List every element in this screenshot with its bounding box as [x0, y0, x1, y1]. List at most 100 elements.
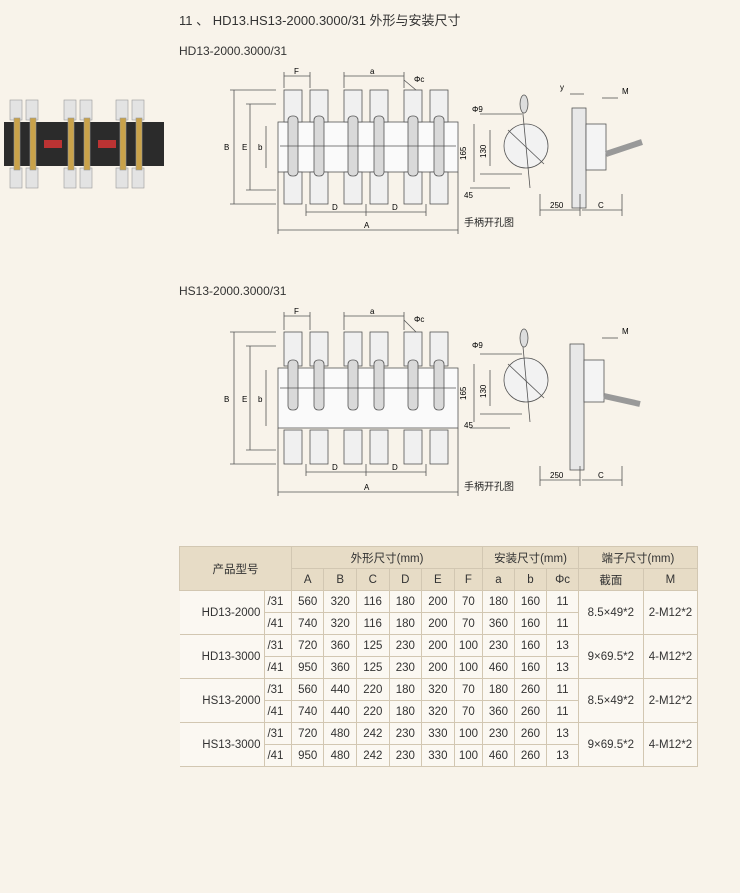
- hole-caption-2: 手柄开孔图: [464, 480, 514, 493]
- value-cell-a: 360: [482, 700, 515, 723]
- dim-165-label: 165: [459, 146, 468, 160]
- value-cell-b: 160: [513, 590, 548, 613]
- dim-e-label-2: E: [242, 395, 247, 404]
- value-cell-E: 330: [421, 744, 455, 767]
- dim-c-label: C: [598, 201, 604, 210]
- header-d-upper: D: [388, 568, 423, 591]
- value-cell-E: 330: [421, 722, 455, 745]
- dim-m-label-2: M: [622, 327, 629, 336]
- value-cell-A: 720: [290, 722, 325, 745]
- value-cell-D: 230: [388, 656, 423, 679]
- value-cell-F: 100: [453, 656, 484, 679]
- page-title: 11 、 HD13.HS13-2000.3000/31 外形与安装尺寸: [179, 13, 461, 28]
- product-photo: [4, 99, 164, 189]
- pole-cell: /31: [264, 678, 292, 701]
- photo-pole-1: [9, 99, 39, 189]
- header-install-size: 安装尺寸(mm): [482, 546, 579, 569]
- dim-y-label: y: [560, 83, 564, 92]
- spec-table: 产品型号 外形尺寸(mm) 安装尺寸(mm) 端子尺寸(mm) A B C D …: [179, 546, 699, 767]
- value-cell-D: 180: [388, 612, 423, 635]
- hd13-outline-drawing: F a Φc B E b D D A Φ9 165 130 45 250 C y…: [224, 67, 643, 234]
- value-cell-a: 230: [482, 722, 515, 745]
- hs13-outline-drawing: F a Φc B E b D D A Φ9 165 130 45 250 C M…: [224, 307, 641, 496]
- value-cell-B: 480: [323, 744, 358, 767]
- value-cell-b: 160: [513, 612, 548, 635]
- value-cell-B: 440: [323, 678, 358, 701]
- value-cell-b: 260: [513, 722, 548, 745]
- dim-d2-label-2: D: [392, 463, 398, 472]
- pole-cell: /41: [264, 744, 292, 767]
- model-cell: HS13-3000: [179, 722, 266, 767]
- value-cell-E: 200: [421, 656, 455, 679]
- dim-130-label: 130: [479, 144, 488, 158]
- dim-45-label-2: 45: [464, 421, 473, 430]
- dim-f-label-2: F: [294, 307, 299, 316]
- value-cell-F: 70: [453, 612, 484, 635]
- value-cell-b: 260: [513, 678, 548, 701]
- dim-e-label: E: [242, 143, 247, 152]
- header-m: M: [642, 568, 699, 591]
- value-cell-B: 480: [323, 722, 358, 745]
- value-cell-a: 230: [482, 634, 515, 657]
- m-cell: 2-M12*2: [642, 590, 699, 635]
- value-cell-A: 950: [290, 744, 325, 767]
- value-cell-c: 11: [546, 700, 579, 723]
- pole-cell: /31: [264, 634, 292, 657]
- value-cell-C: 242: [356, 744, 390, 767]
- header-f-upper: F: [453, 568, 484, 591]
- dim-130-label-2: 130: [479, 384, 488, 398]
- value-cell-D: 180: [388, 678, 423, 701]
- section-cell: 9×69.5*2: [577, 634, 644, 679]
- value-cell-b: 160: [513, 634, 548, 657]
- m-cell: 4-M12*2: [642, 722, 699, 767]
- m-cell: 2-M12*2: [642, 678, 699, 723]
- value-cell-c: 13: [546, 656, 579, 679]
- section-cell: 8.5×49*2: [577, 678, 644, 723]
- header-e-upper: E: [421, 568, 455, 591]
- header-outer-size: 外形尺寸(mm): [290, 546, 484, 569]
- photo-pole-3: [115, 99, 145, 189]
- value-cell-E: 200: [421, 634, 455, 657]
- pole-cell: /41: [264, 612, 292, 635]
- value-cell-C: 242: [356, 722, 390, 745]
- value-cell-a: 180: [482, 678, 515, 701]
- value-cell-E: 200: [421, 612, 455, 635]
- pole-cell: /31: [264, 590, 292, 613]
- value-cell-A: 950: [290, 656, 325, 679]
- value-cell-c: 13: [546, 634, 579, 657]
- header-phic: Φc: [546, 568, 579, 591]
- value-cell-c: 13: [546, 722, 579, 745]
- value-cell-F: 70: [453, 700, 484, 723]
- value-cell-D: 230: [388, 722, 423, 745]
- dim-a-total-label-2: A: [364, 483, 370, 492]
- value-cell-A: 740: [290, 612, 325, 635]
- header-a-upper: A: [290, 568, 325, 591]
- pole-cell: /41: [264, 700, 292, 723]
- dim-b-lower-label: b: [258, 143, 263, 152]
- value-cell-F: 100: [453, 722, 484, 745]
- dim-f-label: F: [294, 67, 299, 76]
- value-cell-B: 440: [323, 700, 358, 723]
- value-cell-b: 260: [513, 700, 548, 723]
- dim-a-total-label: A: [364, 221, 370, 230]
- header-b-upper: B: [323, 568, 358, 591]
- value-cell-a: 360: [482, 612, 515, 635]
- dim-d1-label: D: [332, 203, 338, 212]
- dim-250-label-2: 250: [550, 471, 564, 480]
- dim-d1-label-2: D: [332, 463, 338, 472]
- value-cell-D: 230: [388, 744, 423, 767]
- dim-b-lower-label-2: b: [258, 395, 263, 404]
- value-cell-A: 720: [290, 634, 325, 657]
- value-cell-B: 320: [323, 590, 358, 613]
- value-cell-c: 11: [546, 678, 579, 701]
- model-cell: HS13-2000: [179, 678, 266, 723]
- value-cell-c: 13: [546, 744, 579, 767]
- value-cell-C: 125: [356, 634, 390, 657]
- hole-caption: 手柄开孔图: [464, 216, 514, 229]
